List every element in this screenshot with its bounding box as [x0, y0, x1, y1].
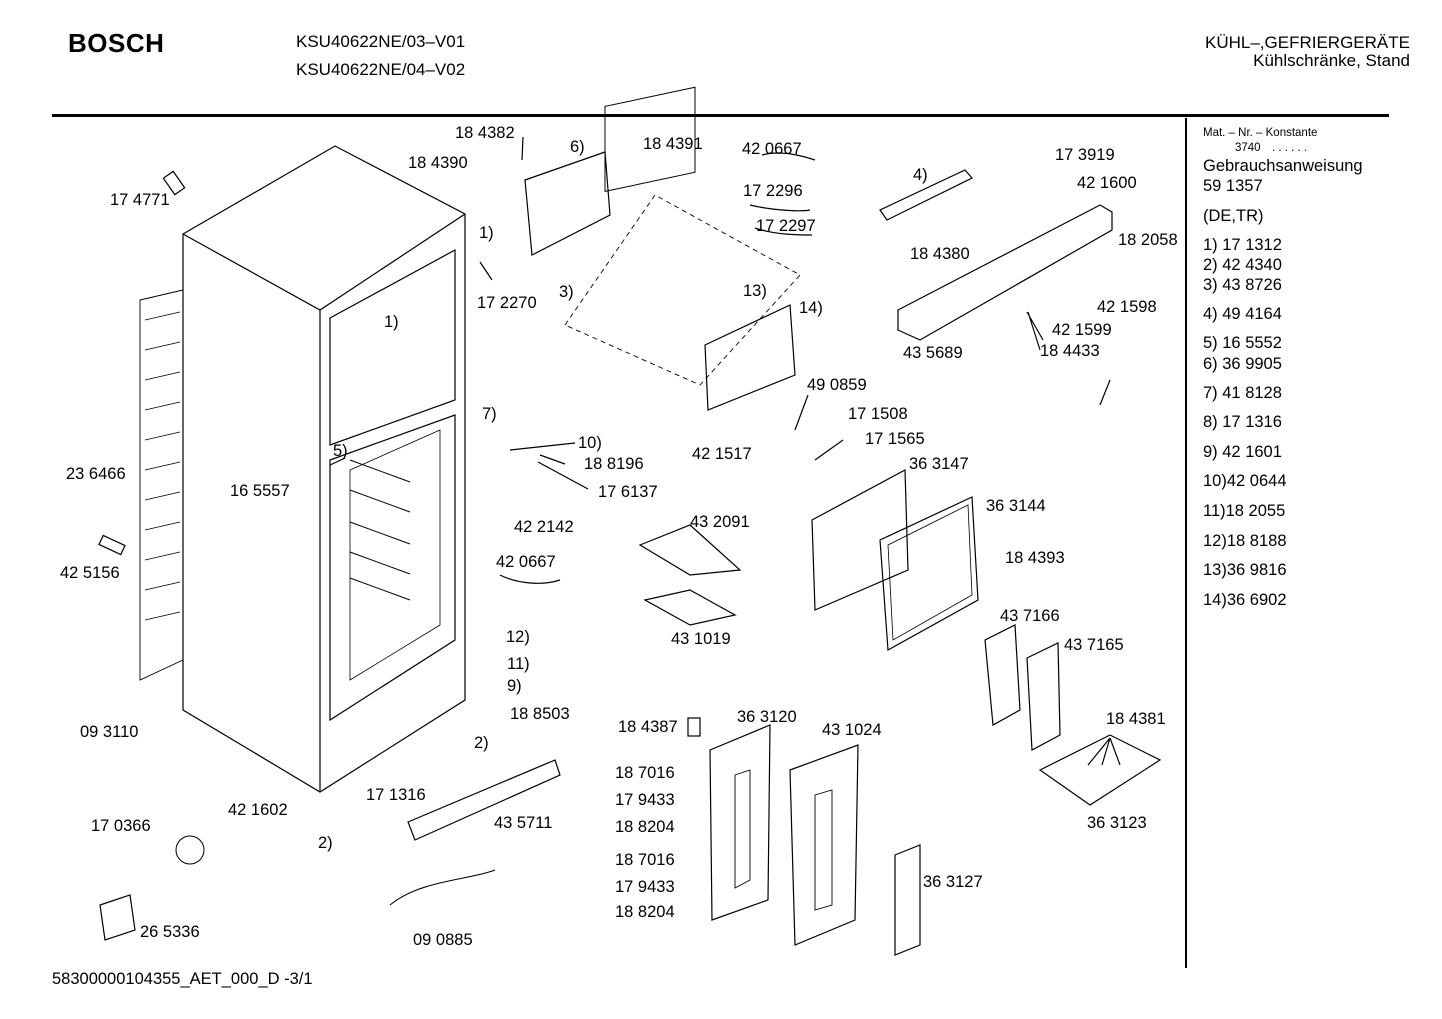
part-label: 18 4387	[618, 718, 678, 736]
part-label: 17 2297	[756, 217, 816, 235]
part-label: 18 7016	[615, 764, 675, 782]
part-label: 49 0859	[807, 376, 867, 394]
brand-logo: BOSCH	[68, 28, 165, 58]
sidebar-item: 3) 43 8726	[1203, 276, 1282, 294]
part-label: 18 8204	[615, 903, 675, 921]
part-label: 36 3147	[909, 455, 969, 473]
part-label: 14)	[799, 299, 823, 317]
sidebar-item: 8) 17 1316	[1203, 413, 1282, 431]
sidebar-item: 6) 36 9905	[1203, 355, 1282, 373]
part-label: 17 6137	[598, 483, 658, 501]
part-label: 17 1508	[848, 405, 908, 423]
part-label: 18 4433	[1040, 342, 1100, 360]
part-label: 18 4393	[1005, 549, 1065, 567]
part-label: 26 5336	[140, 923, 200, 941]
part-label: 43 7165	[1064, 636, 1124, 654]
part-label: 18 4381	[1106, 710, 1166, 728]
part-label: 42 5156	[60, 564, 120, 582]
sidebar-item: 9) 42 1601	[1203, 443, 1282, 461]
part-label: 09 3110	[80, 723, 139, 741]
part-label: 42 0667	[496, 553, 556, 571]
part-label: 36 3144	[986, 497, 1046, 515]
part-label: 17 9433	[615, 791, 675, 809]
part-label: 10)	[578, 434, 602, 452]
part-label: 5)	[333, 442, 348, 460]
sidebar-item: 14)36 6902	[1203, 591, 1287, 609]
part-label: 36 3123	[1087, 814, 1147, 832]
part-label: 42 1599	[1052, 321, 1112, 339]
part-label: 13)	[743, 282, 767, 300]
part-label: 17 2270	[477, 294, 537, 312]
part-label: 17 1316	[366, 786, 426, 804]
sidebar-divider	[1185, 118, 1187, 968]
part-label: 18 8196	[584, 455, 644, 473]
part-label: 18 8204	[615, 818, 675, 836]
sidebar-item: 2) 42 4340	[1203, 256, 1282, 274]
mat-value: 3740	[1235, 142, 1261, 154]
part-label: 6)	[570, 138, 585, 156]
part-label: 17 2296	[743, 182, 803, 200]
part-label: 18 4391	[643, 135, 703, 153]
part-label: 43 1024	[822, 721, 882, 739]
part-label: 18 4382	[455, 124, 515, 142]
part-label: 18 4380	[910, 245, 970, 263]
languages: (DE,TR)	[1203, 207, 1264, 225]
mat-dots: . . . . . .	[1272, 142, 1308, 154]
part-label: 42 2142	[514, 518, 574, 536]
part-label: 11)	[507, 655, 530, 673]
part-label: 23 6466	[66, 465, 126, 483]
part-label: 4)	[913, 166, 928, 184]
sidebar-item: 7) 41 8128	[1203, 384, 1282, 402]
sidebar-item: 12)18 8188	[1203, 532, 1287, 550]
part-label: 1)	[384, 313, 399, 331]
part-label: 17 1565	[865, 430, 925, 448]
part-label: 09 0885	[413, 931, 473, 949]
part-label: 43 2091	[690, 513, 750, 531]
mat-header: Mat. – Nr. – Konstante	[1203, 127, 1318, 139]
sidebar-item: 13)36 9816	[1203, 561, 1287, 579]
header-divider	[52, 114, 1389, 117]
category-title: KÜHL–,GEFRIERGERÄTE	[1205, 33, 1410, 52]
part-label: 9)	[507, 677, 522, 695]
sidebar-item: 5) 16 5552	[1203, 334, 1282, 352]
part-label: 42 1602	[228, 801, 288, 819]
part-label: 2)	[474, 734, 489, 752]
part-label: 42 1598	[1097, 298, 1157, 316]
model-number-2: KSU40622NE/04–V02	[296, 60, 466, 79]
part-label: 18 2058	[1118, 231, 1178, 249]
part-label: 7)	[482, 405, 497, 423]
part-label: 18 8503	[510, 705, 570, 723]
part-label: 42 0667	[742, 140, 802, 158]
sidebar-item: 10)42 0644	[1203, 472, 1287, 490]
part-label: 43 5689	[903, 344, 963, 362]
part-label: 18 4390	[408, 154, 468, 172]
model-number-1: KSU40622NE/03–V01	[296, 32, 466, 51]
part-label: 16 5557	[230, 482, 290, 500]
part-label: 17 9433	[615, 878, 675, 896]
part-label: 2)	[318, 834, 333, 852]
category-subtitle: Kühlschränke, Stand	[1253, 51, 1410, 70]
part-label: 18 7016	[615, 851, 675, 869]
part-label: 43 7166	[1000, 607, 1060, 625]
part-label: 43 1019	[671, 630, 731, 648]
part-label: 3)	[559, 283, 574, 301]
part-label: 36 3120	[737, 708, 797, 726]
part-label: 42 1517	[692, 445, 752, 463]
part-label: 17 4771	[110, 191, 170, 209]
part-label: 36 3127	[923, 873, 983, 891]
document-id: 58300000104355_AET_000_D -3/1	[52, 970, 313, 988]
sidebar-item: 11)18 2055	[1203, 502, 1286, 520]
sidebar-item: 4) 49 4164	[1203, 305, 1282, 323]
part-label: 12)	[506, 628, 530, 646]
part-label: 43 5711	[494, 814, 553, 832]
part-label: 17 0366	[91, 817, 151, 835]
part-label: 1)	[479, 224, 494, 242]
part-label: 42 1600	[1077, 174, 1137, 192]
manual-label: Gebrauchsanweisung	[1203, 157, 1363, 175]
manual-number: 59 1357	[1203, 177, 1263, 195]
sidebar-item: 1) 17 1312	[1203, 236, 1282, 254]
part-label: 17 3919	[1055, 146, 1115, 164]
